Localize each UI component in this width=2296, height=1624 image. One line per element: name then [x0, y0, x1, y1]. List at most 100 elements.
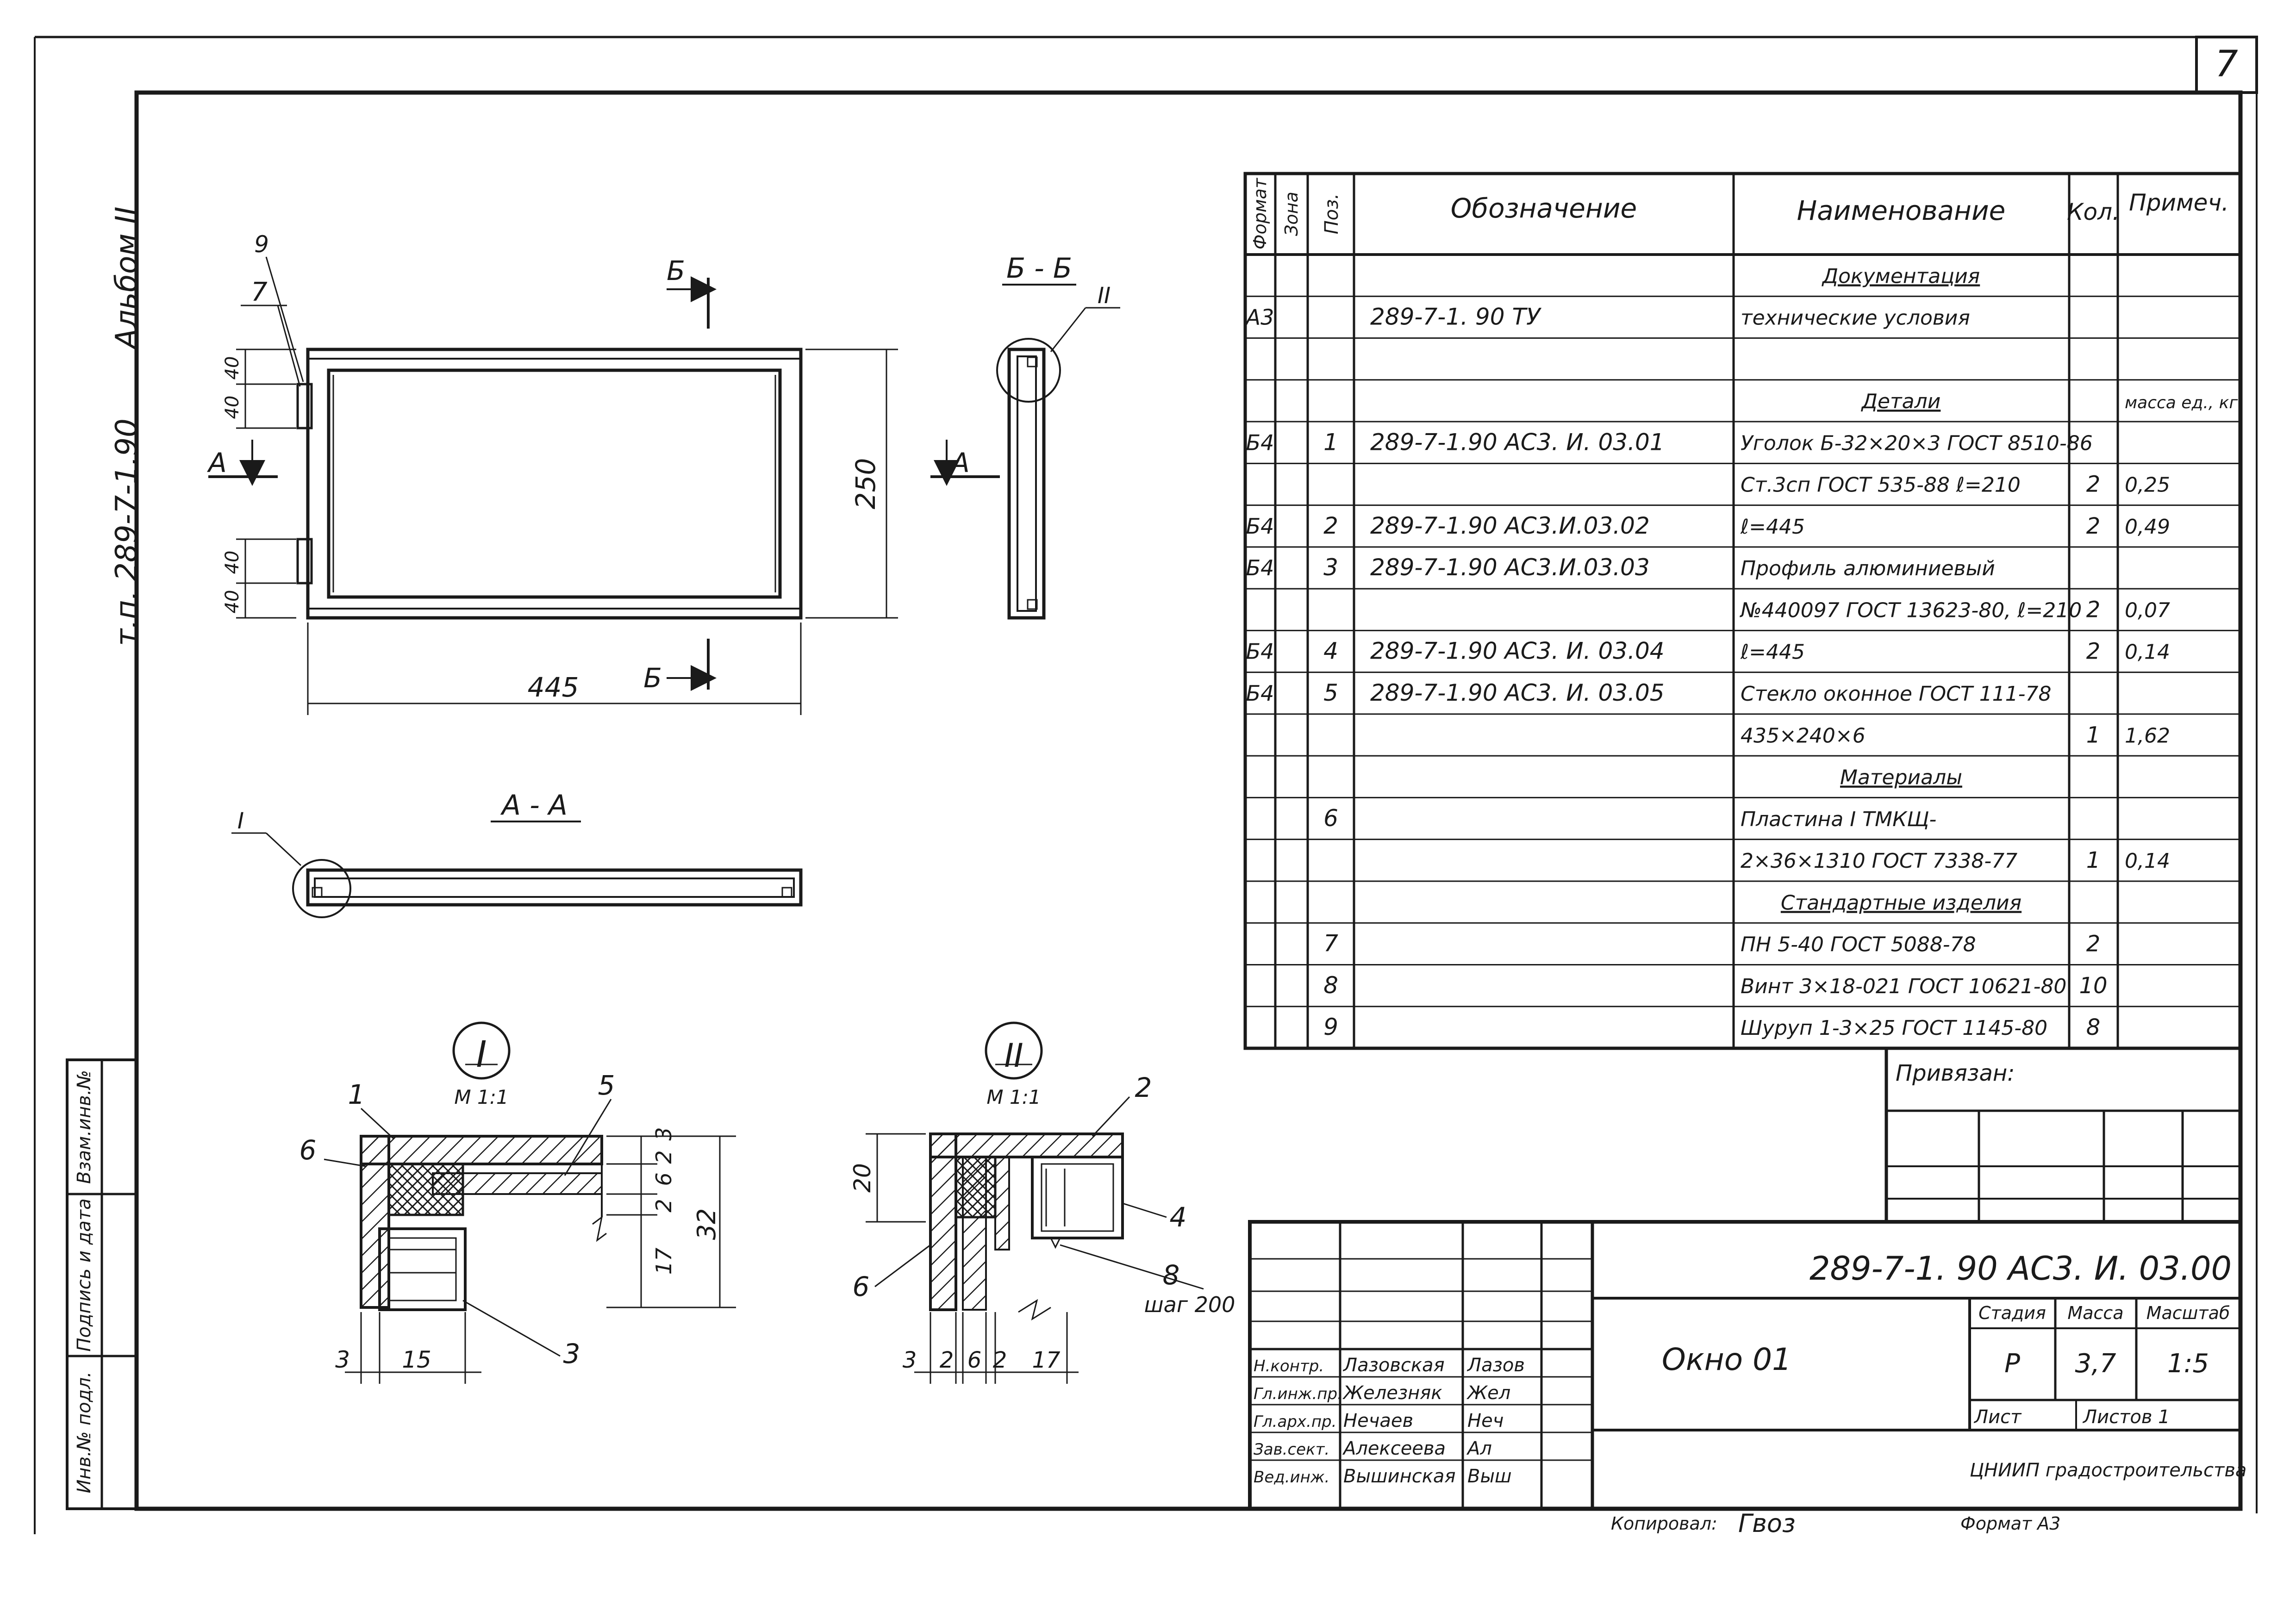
spec-cell-designation: 289-7-1.90 АС3. И. 03.05 [1370, 679, 1665, 706]
spec-cell-qty: 2 [2086, 931, 2101, 957]
node1-callout-circle [292, 859, 351, 918]
tb-person-sign: Жел [1466, 1382, 1510, 1404]
spec-cell-qty: 2 [2086, 639, 2101, 665]
spec-header-qty: Кол. [2067, 199, 2120, 225]
tb-scale: 1:5 [2167, 1349, 2209, 1379]
sheet-number: 7 [2215, 44, 2238, 85]
spec-cell-pos: 8 [1323, 972, 1338, 999]
spec-cell-pos: 5 [1323, 679, 1338, 706]
spec-cell-name: ПН 5-40 ГОСТ 5088-78 [1741, 933, 1976, 957]
spec-cell-name: ℓ=445 [1740, 515, 1805, 539]
tb-person-role: Н.контр. [1254, 1357, 1324, 1375]
dim-3: 3 [651, 1127, 676, 1140]
spec-cell-name: Уголок Б-32×20×3 ГОСТ 8510-86 [1741, 431, 2093, 455]
spec-cell-name: Профиль алюминиевый [1741, 557, 1995, 580]
spec-cell-note: 0,25 [2125, 473, 2170, 497]
spec-cell-format: Б4 [1246, 514, 1274, 539]
spec-cell-designation: 289-7-1. 90 ТУ [1370, 304, 1542, 330]
tb-person-name: Железняк [1342, 1382, 1442, 1404]
tb-person-role: Гл.арх.пр. [1254, 1412, 1336, 1431]
tb-stage-label: Стадия [1978, 1303, 2046, 1323]
spec-cell-name: Материалы [1840, 766, 1962, 790]
spec-cell-qty: 2 [2086, 472, 2101, 498]
dim-17: 17 [651, 1248, 676, 1275]
section-aa [231, 821, 803, 918]
spec-cell-qty: 10 [2079, 973, 2107, 999]
dim-c3: 3 [903, 1347, 917, 1373]
spec-header-name: Наименование [1797, 195, 2006, 226]
dim-40a: 40 [222, 356, 243, 380]
spec-cell-note: 0,14 [2125, 641, 2170, 664]
spec-header-pos: Поз. [1321, 193, 1342, 235]
section-a-label: А [206, 447, 227, 479]
pos-1-label: 1 [348, 1079, 365, 1110]
spec-cell-name: Документация [1822, 264, 1980, 288]
hinge-bottom [296, 538, 313, 585]
window-elevation [208, 256, 1000, 715]
album-label: Альбом II [110, 206, 144, 350]
tb-title: Окно 01 [1662, 1342, 1791, 1377]
node2-ref-label: II [1098, 283, 1111, 309]
spec-cell-pos: 7 [1323, 930, 1338, 957]
spec-cell-name: Стандартные изделия [1781, 891, 2021, 915]
pos-9-label: 9 [254, 231, 269, 258]
dim-20: 20 [849, 1163, 876, 1193]
tb-person-name: Алексеева [1342, 1438, 1446, 1459]
spec-cell-note: масса ед., кг [2125, 393, 2238, 412]
dim-32: 32 [692, 1208, 721, 1240]
pos-7-label: 7 [251, 277, 268, 307]
node1-detail [324, 1021, 736, 1384]
spec-cell-format: Б4 [1246, 555, 1274, 580]
tb-code: 289-7-1. 90 АС3. И. 03.00 [1809, 1250, 2232, 1288]
copied-label: Копировал: [1611, 1513, 1717, 1534]
spec-header-note: Примеч. [2129, 189, 2229, 216]
spec-cell-name: Стекло оконное ГОСТ 111-78 [1741, 682, 2052, 706]
spec-cell-pos: 2 [1323, 512, 1338, 539]
dim-height: 250 [850, 458, 881, 510]
pos-3-label: 3 [563, 1338, 580, 1369]
tb-org: ЦНИИП градостроительства [1970, 1460, 2246, 1481]
spec-cell-pos: 9 [1323, 1014, 1338, 1040]
tb-person-name: Нечаев [1343, 1410, 1413, 1431]
spec-header-zone: Зона [1281, 192, 1302, 236]
spec-cell-pos: 6 [1323, 805, 1338, 832]
stamp-column [66, 1058, 138, 1510]
format-label: Формат А3 [1960, 1513, 2060, 1534]
section-bb-title: Б - Б [1006, 252, 1072, 285]
pos-2-label: 2 [1135, 1072, 1152, 1103]
spec-cell-qty: 2 [2086, 597, 2101, 622]
spec-cell-qty: 2 [2086, 513, 2101, 539]
tb-person-role: Гл.инж.пр. [1254, 1385, 1342, 1403]
spec-cell-name: Пластина I ТМКЩ- [1741, 808, 1936, 831]
tb-sheets-label: Листов 1 [2082, 1406, 2170, 1428]
stamp-replace-label: Взам.инв.№ [74, 1070, 95, 1184]
node1-label: I [476, 1034, 487, 1076]
dim-40c: 40 [222, 551, 243, 574]
section-a2-label: А [949, 447, 970, 479]
pos-5-label: 5 [598, 1070, 615, 1101]
spec-cell-name: Винт 3×18-021 ГОСТ 10621-80 [1741, 975, 2066, 998]
spec-cell-format: А3 [1245, 305, 1274, 330]
tb-person-sign: Выш [1467, 1466, 1512, 1487]
pos-8-label: 8 [1163, 1259, 1180, 1291]
copied-signature: Гвоз [1738, 1509, 1796, 1538]
spec-cell-note: 0,49 [2125, 515, 2170, 539]
spec-cell-name: ℓ=445 [1740, 641, 1805, 664]
spec-cell-format: Б4 [1246, 681, 1274, 706]
spec-cell-pos: 4 [1323, 638, 1338, 665]
dim-width: 445 [528, 672, 579, 703]
tb-person-role: Зав.сект. [1254, 1440, 1329, 1459]
tb-scale-label: Масштаб [2146, 1303, 2230, 1323]
node2-label: II [1004, 1037, 1023, 1075]
tb-person-sign: Лазов [1466, 1355, 1525, 1376]
tb-person-sign: Ал [1466, 1438, 1492, 1459]
tb-sheet-label: Лист [1973, 1406, 2022, 1428]
node2-scale: М 1:1 [986, 1086, 1041, 1108]
dim-2: 2 [651, 1199, 676, 1212]
title-block [1248, 1220, 2242, 1511]
pos-6b-label: 6 [853, 1271, 870, 1302]
dim-40b: 40 [222, 396, 243, 419]
spec-cell-name: Детали [1861, 390, 1941, 413]
